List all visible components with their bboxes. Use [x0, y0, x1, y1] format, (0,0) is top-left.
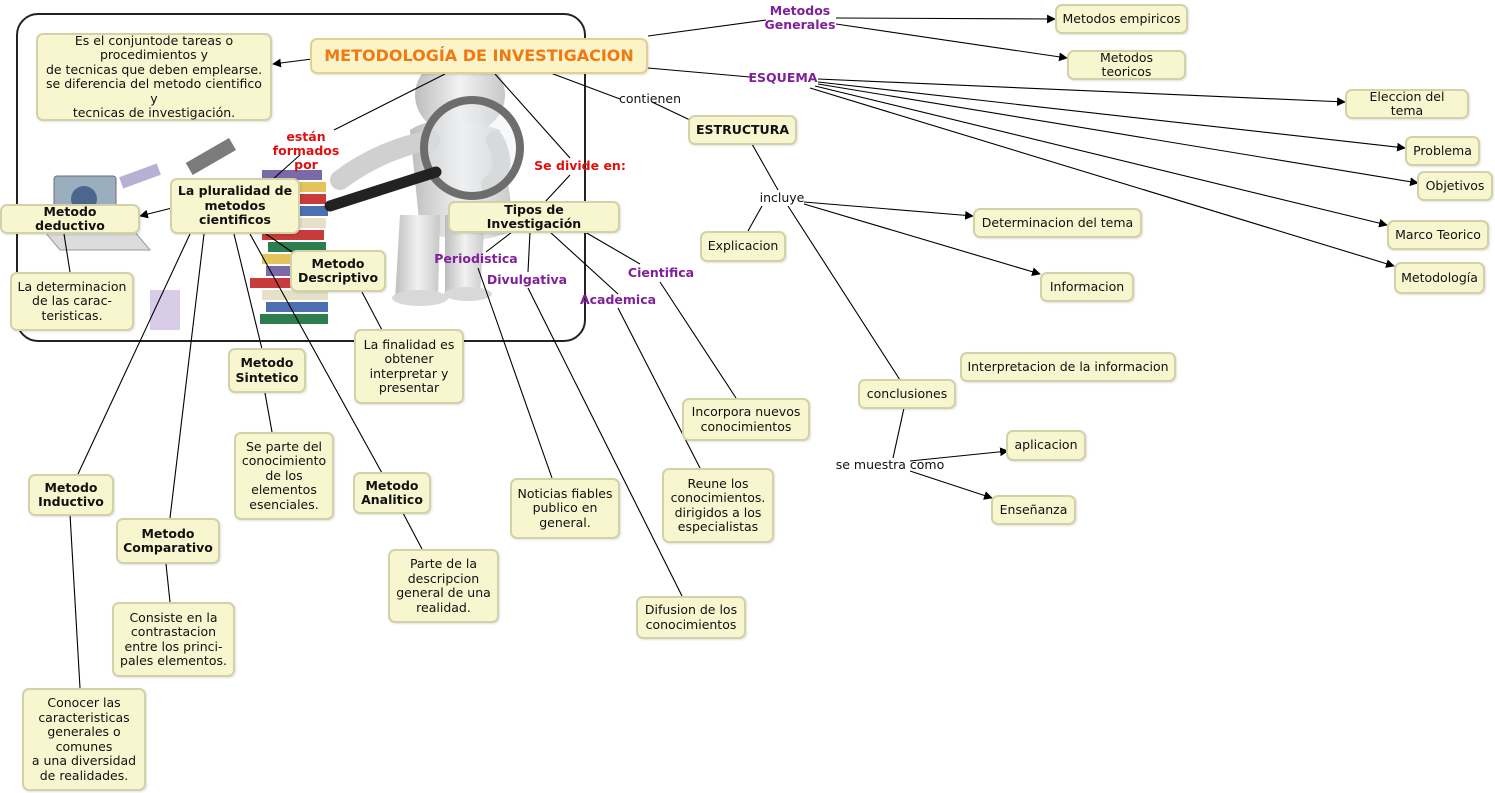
estructura-node: ESTRUCTURA [688, 115, 797, 145]
marco-node: Marco Teorico [1387, 220, 1489, 250]
descriptivo-desc-node: La finalidad es obtener interpretar y pr… [354, 329, 464, 404]
problema-node: Problema [1405, 136, 1480, 166]
metodologia-node: Metodología [1394, 262, 1485, 294]
analitico-desc-node: Parte de la descripcion general de una r… [388, 549, 499, 623]
divulgativa-label: Divulgativa [486, 272, 568, 287]
main-title: METODOLOGÍA DE INVESTIGACION [310, 38, 648, 74]
deductivo-desc-node: La determinacion de las carac- teristica… [10, 272, 134, 331]
determinacion-node: Determinacion del tema [973, 208, 1142, 238]
metodos-generales-label: Metodos Generales [764, 3, 836, 32]
empiricos-node: Metodos empiricos [1055, 4, 1188, 34]
contienen-label: contienen [618, 91, 682, 106]
divulgativa-desc-node: Difusion de los conocimientos [636, 596, 746, 639]
objetivos-node: Objetivos [1417, 171, 1493, 201]
aplicacion-node: aplicacion [1006, 430, 1086, 461]
esquema-label: ESQUEMA [748, 70, 818, 85]
periodistica-desc-node: Noticias fiables publico en general. [510, 478, 620, 539]
eleccion-node: Eleccion del tema [1345, 89, 1469, 119]
explicacion-node: Explicacion [700, 231, 786, 262]
se-muestra-label: se muestra como [835, 457, 945, 472]
academica-label: Academica [579, 292, 657, 307]
sintetico-node: Metodo Sintetico [228, 348, 306, 393]
academica-desc-node: Reune los conocimientos. dirigidos a los… [662, 468, 774, 543]
estan-label: están formados por [272, 129, 340, 172]
illustration-frame [16, 13, 586, 342]
cientifica-label: Cientifica [627, 265, 695, 280]
analitico-node: Metodo Analitico [353, 472, 431, 514]
interpretacion-node: Interpretacion de la informacion [960, 352, 1176, 382]
se-divide-label: Se divide en: [534, 158, 626, 173]
sintetico-desc-node: Se parte del conocimiento de los element… [234, 432, 334, 520]
descriptivo-node: Metodo Descriptivo [290, 250, 386, 292]
informacion-node: Informacion [1040, 272, 1134, 302]
conclusiones-node: conclusiones [858, 379, 956, 409]
tipos-node: Tipos de Investigación [448, 201, 620, 233]
comparativo-desc-node: Consiste en la contrastacion entre los p… [112, 602, 235, 677]
definition-node: Es el conjuntode tareas o procedimientos… [36, 33, 272, 121]
ensenanza-node: Enseñanza [991, 495, 1076, 525]
pluralidad-node: La pluralidad de metodos cientificos [170, 178, 300, 234]
teoricos-node: Metodos teoricos [1067, 50, 1186, 80]
incluye-label: incluye [759, 190, 805, 205]
deductivo-node: Metodo deductivo [0, 204, 140, 234]
comparativo-node: Metodo Comparativo [116, 518, 220, 564]
cientifica-desc-node: Incorpora nuevos conocimientos [682, 398, 810, 441]
periodistica-label: Periodistica [434, 251, 518, 266]
inductivo-desc-node: Conocer las caracteristicas generales o … [22, 688, 146, 791]
inductivo-node: Metodo Inductivo [28, 474, 114, 516]
